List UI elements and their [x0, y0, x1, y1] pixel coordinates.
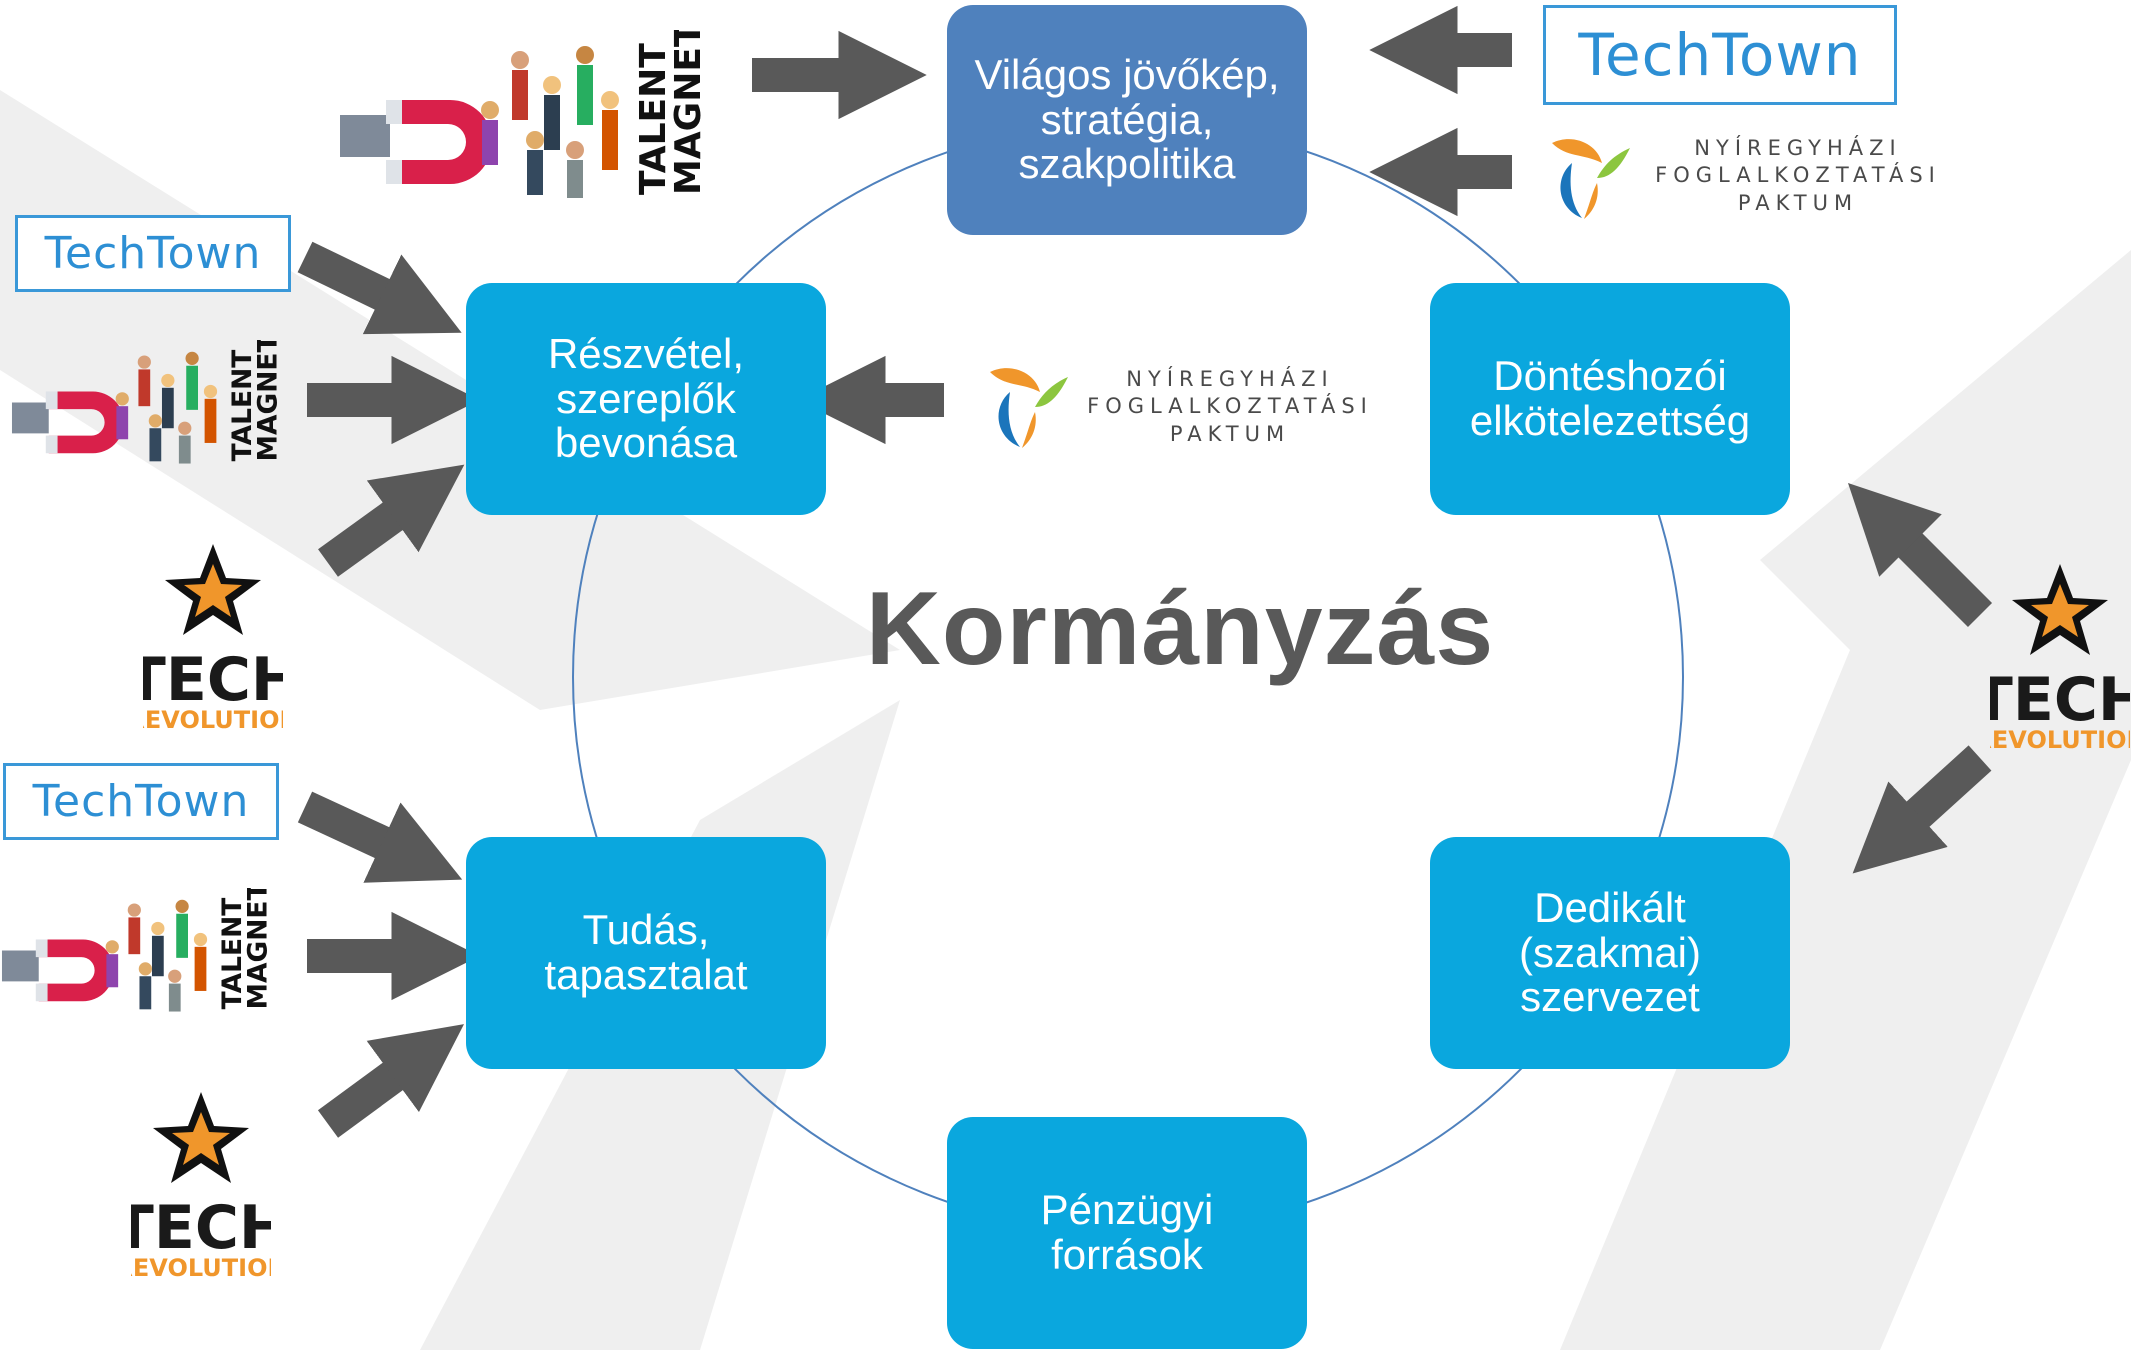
- people-group-icon: [115, 351, 218, 464]
- techtown-logo-text: TechTown: [32, 776, 250, 827]
- paktum-emblem: [990, 368, 1068, 448]
- arrows: [297, 5, 1993, 1138]
- node-finance-label: Pénzügyi források: [1040, 1186, 1214, 1278]
- tech-revolution-sub: REVOLUTION: [143, 706, 283, 734]
- techtown-logo-text: TechTown: [44, 228, 262, 279]
- tech-revolution-sub: REVOLUTION: [1990, 726, 2130, 754]
- talent-magnet-line-1: TALENT: [217, 898, 248, 1010]
- arrow-techrev-to-organization: [1852, 745, 1992, 874]
- paktum-line-1: NYÍREGYHÁZI: [1694, 136, 1902, 160]
- techtown-logo: TechTown: [3, 763, 279, 840]
- tech-revolution-name: TECH: [143, 645, 283, 715]
- people-group-icon: [481, 46, 619, 198]
- people-group-icon: [105, 899, 208, 1012]
- node-commitment: Döntéshozói elkötelezettség: [1430, 283, 1790, 515]
- talent-magnet-line-2: MAGNET: [243, 888, 274, 1009]
- tech-revolution-logo: TECH REVOLUTION: [143, 544, 283, 734]
- arrow-techtown-to-participation: [297, 241, 462, 335]
- paktum-emblem: [1552, 139, 1630, 219]
- paktum-line-2: FOGLALKOZTATÁSI: [1087, 394, 1373, 419]
- paktum-logo-text: NYÍREGYHÁZI FOGLALKOZTATÁSI PAKTUM: [1080, 366, 1380, 448]
- node-organization-label: Dedikált (szakmai) szervezet: [1518, 883, 1701, 1021]
- tech-revolution-logo: TECH REVOLUTION: [131, 1092, 271, 1282]
- techtown-logo-text: TechTown: [1578, 21, 1862, 89]
- arrow-techrev-to-participation: [318, 464, 465, 577]
- techtown-logo: TechTown: [15, 215, 291, 292]
- talent-magnet-line-1: TALENT: [633, 43, 674, 195]
- node-knowledge: Tudás, tapasztalat: [466, 837, 826, 1069]
- tech-revolution-name: TECH: [131, 1193, 271, 1263]
- node-organization: Dedikált (szakmai) szervezet: [1430, 837, 1790, 1069]
- paktum-logo-text: NYÍREGYHÁZI FOGLALKOZTATÁSI PAKTUM: [1648, 135, 1948, 217]
- talent-magnet-logo: TALENT MAGNET: [11, 340, 284, 464]
- node-participation-label: Részvétel, szereplők bevonása: [547, 329, 745, 467]
- tech-revolution-sub: REVOLUTION: [131, 1254, 271, 1282]
- node-vision-label: Világos jövőkép, stratégia, szakpolitika: [974, 50, 1280, 188]
- talent-magnet-logo: TALENT MAGNET: [340, 30, 709, 198]
- arrow-techrev-to-knowledge: [317, 1024, 465, 1138]
- talent-magnet-line-2: MAGNET: [253, 340, 284, 461]
- talent-magnet-line-1: TALENT: [227, 350, 258, 462]
- talent-magnet-logo: TALENT MAGNET: [1, 888, 274, 1012]
- tech-revolution-name: TECH: [1990, 665, 2130, 735]
- node-knowledge-label: Tudás, tapasztalat: [544, 906, 748, 998]
- arrow-techtown-to-knowledge: [297, 791, 463, 883]
- talent-magnet-line-2: MAGNET: [668, 30, 709, 195]
- arrow-techrev-to-commitment: [1847, 482, 1993, 628]
- tech-revolution-logo: TECH REVOLUTION: [1990, 564, 2130, 754]
- paktum-line-3: PAKTUM: [1169, 421, 1291, 446]
- paktum-line-3: PAKTUM: [1737, 190, 1859, 215]
- node-finance: Pénzügyi források: [947, 1117, 1307, 1349]
- techtown-logo: TechTown: [1543, 5, 1897, 105]
- paktum-line-2: FOGLALKOZTATÁSI: [1655, 163, 1941, 188]
- diagram-title: Kormányzás: [865, 571, 1495, 687]
- node-participation: Részvétel, szereplők bevonása: [466, 283, 826, 515]
- paktum-line-1: NYÍREGYHÁZI: [1126, 367, 1334, 391]
- node-vision: Világos jövőkép, stratégia, szakpolitika: [947, 5, 1307, 235]
- node-commitment-label: Döntéshozói elkötelezettség: [1469, 352, 1751, 444]
